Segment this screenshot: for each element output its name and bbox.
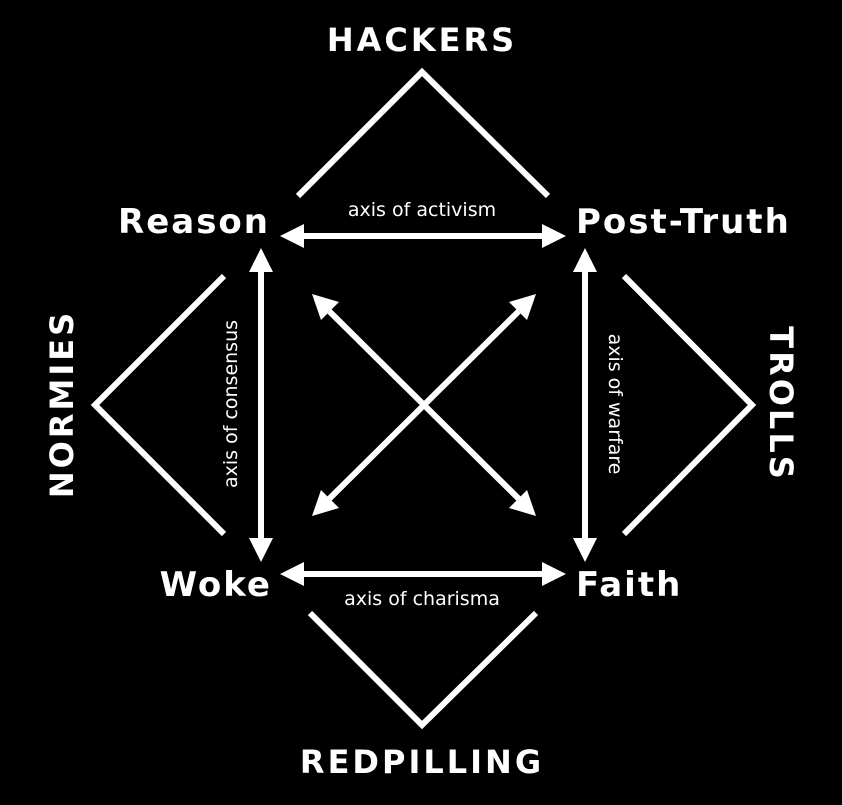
node-reason: Reason xyxy=(118,202,270,242)
hackers-chevron xyxy=(295,67,551,199)
activism-arrow xyxy=(280,224,566,248)
axis-consensus-label: axis of consensus xyxy=(220,320,242,488)
group-redpilling: REDPILLING xyxy=(300,743,544,781)
normies-chevron xyxy=(90,273,227,537)
node-woke: Woke xyxy=(160,565,272,605)
redpilling-chevron xyxy=(307,610,539,730)
consensus-arrow xyxy=(249,248,273,562)
diagonal-arrow-posttruth-woke xyxy=(312,294,536,516)
node-post-truth: Post-Truth xyxy=(576,202,791,242)
trolls-chevron xyxy=(621,273,757,537)
group-hackers: HACKERS xyxy=(327,21,517,59)
warfare-arrow xyxy=(573,248,597,562)
group-normies: NORMIES xyxy=(43,310,81,498)
charisma-arrow xyxy=(280,562,566,586)
axis-warfare-label: axis of warfare xyxy=(604,334,626,475)
node-faith: Faith xyxy=(576,565,682,605)
axis-activism-label: axis of activism xyxy=(348,199,496,221)
group-trolls: TROLLS xyxy=(762,326,800,482)
axis-charisma-label: axis of charisma xyxy=(344,588,500,610)
